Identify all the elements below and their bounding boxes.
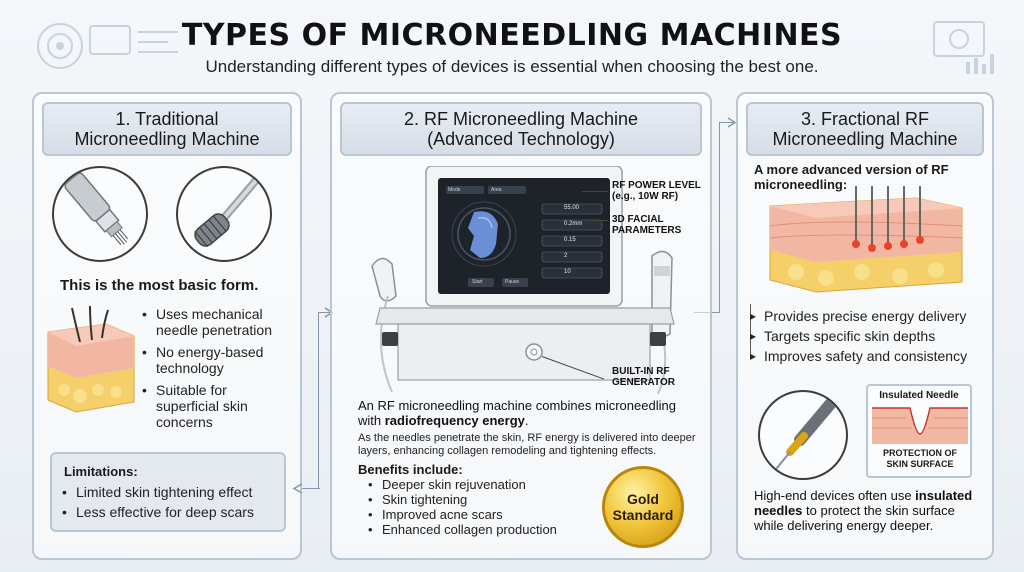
insulated-diagram: Insulated Needle PROTECTION OF SKIN SURF… [866, 384, 972, 478]
callout-rf-power: RF POWER LEVEL (e.g., 10W RF) [612, 180, 701, 202]
connector-line [318, 312, 330, 313]
connector-line [719, 122, 733, 123]
derma-roller-image [176, 166, 272, 262]
traditional-title-line2: Microneedling Machine [74, 129, 260, 149]
arrow-left-icon [292, 483, 303, 494]
fractional-footer-highlight: insulated needles [754, 488, 973, 518]
list-item: Suitable for superficial skin concerns [142, 382, 292, 430]
fractional-title-line1: 3. Fractional RF [800, 109, 930, 129]
microneedling-pen-icon [64, 172, 129, 245]
fractional-footer: High-end devices often use insulated nee… [754, 488, 973, 533]
list-item: Improved acne scars [368, 508, 598, 523]
list-item: Uses mechanical needle penetration [142, 306, 292, 338]
badge-line1: Gold [627, 491, 659, 507]
screen-value: 2 [564, 253, 568, 259]
fractional-skin-icon [769, 186, 963, 293]
fractional-title-line2: Microneedling Machine [772, 129, 958, 149]
badge-line2: Standard [612, 507, 674, 523]
traditional-panel-header: 1. Traditional Microneedling Machine [42, 102, 292, 156]
connector-line [719, 122, 720, 313]
limitations-list: Limited skin tightening effect Less effe… [62, 484, 282, 526]
screen-value: 0.15 [564, 237, 576, 243]
screen-value: 10 [564, 269, 571, 275]
benefits-list: Deeper skin rejuvenation Skin tightening… [368, 478, 598, 538]
tech-decoration-left-icon [37, 23, 178, 69]
list-item: Deeper skin rejuvenation [368, 478, 598, 493]
insulated-needle-image [758, 390, 848, 480]
callout-3d-parameters: 3D FACIAL PARAMETERS [612, 214, 682, 236]
rf-title-line1: 2. RF Microneedling Machine [403, 109, 639, 129]
fractional-lead: A more advanced version of RF microneedl… [754, 162, 949, 192]
list-item: Provides precise energy delivery [750, 308, 986, 324]
benefits-title: Benefits include: [358, 462, 463, 477]
screen-button-start: Start [472, 279, 483, 285]
protection-label: PROTECTION OF SKIN SURFACE [883, 448, 957, 469]
rf-machine-illustration [371, 166, 675, 395]
page-subtitle: Understanding different types of devices… [205, 57, 819, 76]
screen-tab-area: Area [491, 187, 502, 193]
callout-line [582, 191, 608, 192]
list-item: Skin tightening [368, 493, 598, 508]
arrow-right-icon [727, 117, 737, 128]
microneedling-pen-image [52, 166, 148, 262]
list-item: Less effective for deep scars [62, 504, 282, 520]
callout-line [588, 220, 608, 221]
list-item: Enhanced collagen production [368, 523, 598, 538]
traditional-title-line1: 1. Traditional [115, 109, 219, 129]
callout-rf-generator: BUILT-IN RF GENERATOR [612, 366, 675, 388]
insulated-needle-icon [771, 396, 838, 475]
rf-title-line2: (Advanced Technology) [427, 129, 615, 149]
list-item: No energy-based technology [142, 344, 292, 376]
rf-detail: As the needles penetrate the skin, RF en… [358, 432, 696, 457]
screen-tab-mode: Mode [448, 187, 461, 193]
rf-intro: An RF microneedling machine combines mic… [358, 398, 676, 428]
insulated-needle-label: Insulated Needle [879, 390, 959, 401]
limitations-box: Limitations: Limited skin tightening eff… [50, 452, 286, 532]
tech-decoration-right-icon [933, 21, 994, 74]
list-item: Limited skin tightening effect [62, 484, 282, 500]
list-item: Improves safety and consistency [750, 348, 986, 364]
rf-intro-highlight: radiofrequency energy [384, 413, 525, 428]
rf-panel: 2. RF Microneedling Machine (Advanced Te… [330, 92, 712, 560]
fractional-panel: 3. Fractional RF Microneedling Machine A… [736, 92, 994, 560]
page-title: TYPES OF MICRONEEDLING MACHINES [181, 18, 843, 53]
fractional-panel-header: 3. Fractional RF Microneedling Machine [746, 102, 984, 156]
connector-line [302, 488, 320, 489]
rf-panel-header: 2. RF Microneedling Machine (Advanced Te… [340, 102, 702, 156]
fractional-feature-list: Provides precise energy delivery Targets… [750, 308, 986, 368]
connector-line [318, 312, 319, 489]
screen-value: 0.2mm [564, 221, 583, 227]
skin-layers-icon [47, 306, 135, 413]
traditional-feature-list: Uses mechanical needle penetration No en… [142, 306, 292, 436]
traditional-panel: 1. Traditional Microneedling Machine [32, 92, 302, 560]
gold-standard-badge: Gold Standard [602, 466, 684, 548]
traditional-lead: This is the most basic form. [60, 277, 259, 294]
list-item: Targets specific skin depths [750, 328, 986, 344]
screen-button-pause: Pause [505, 279, 520, 285]
screen-value: 55.00 [564, 205, 580, 211]
skin-cross-section-icon [872, 407, 968, 444]
limitations-title: Limitations: [64, 464, 138, 479]
derma-roller-icon [194, 174, 262, 247]
